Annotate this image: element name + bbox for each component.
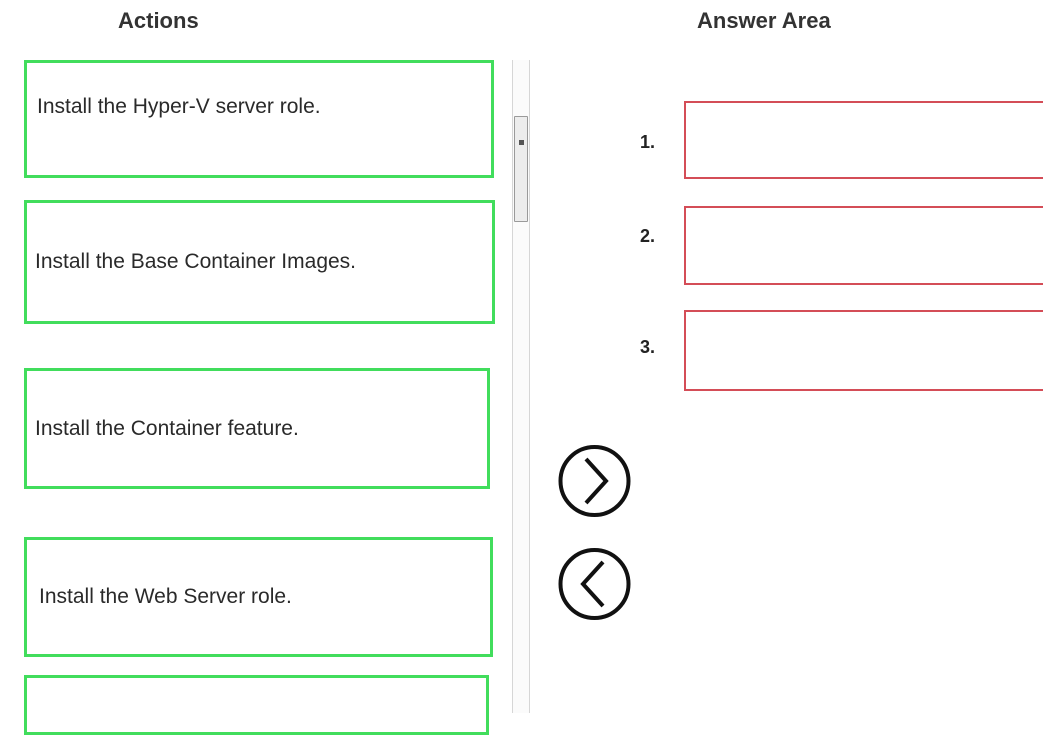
answer-slot-1[interactable] xyxy=(684,101,1043,179)
action-item-base-container-images[interactable]: Install the Base Container Images. xyxy=(24,200,495,324)
move-right-button[interactable] xyxy=(556,443,633,519)
action-item-label: Install the Web Server role. xyxy=(39,585,292,608)
scrollbar-thumb[interactable] xyxy=(514,116,528,222)
answer-slot-number-1: 1. xyxy=(640,132,656,152)
answer-slot-3[interactable] xyxy=(684,310,1043,391)
actions-scrollbar[interactable] xyxy=(512,60,530,713)
action-item-label: Install the Hyper-V server role. xyxy=(37,95,321,118)
action-item-label: Install the Base Container Images. xyxy=(35,250,357,273)
move-left-button[interactable] xyxy=(556,546,633,622)
answer-slot-2[interactable] xyxy=(684,206,1043,285)
actions-heading: Actions xyxy=(118,8,199,33)
chevron-left-circle-icon xyxy=(558,548,631,620)
scrollbar-grip-icon xyxy=(519,140,524,145)
action-item-container-feature[interactable]: Install the Container feature. xyxy=(24,368,490,489)
answer-area-heading: Answer Area xyxy=(697,8,831,33)
answer-slot-number-3: 3. xyxy=(640,337,656,357)
chevron-right-circle-icon xyxy=(558,445,631,517)
action-item-partial[interactable] xyxy=(24,675,489,735)
action-item-label: Install the Container feature. xyxy=(35,416,299,440)
action-item-hyper-v[interactable]: Install the Hyper-V server role. xyxy=(24,60,494,178)
action-item-web-server-role[interactable]: Install the Web Server role. xyxy=(24,537,493,657)
answer-slot-number-2: 2. xyxy=(640,226,656,246)
